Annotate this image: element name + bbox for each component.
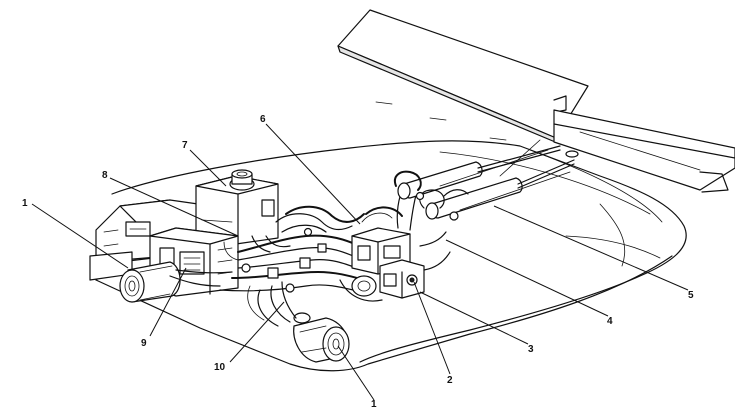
- callout-7: 7: [182, 140, 188, 151]
- callout-8: 8: [102, 170, 108, 181]
- callout-labels: 1 1 2 3 4 5 6 7 8 9 10: [22, 114, 694, 408]
- callout-3: 3: [528, 344, 534, 355]
- rear-beam: [553, 109, 735, 193]
- callout-1-left: 1: [22, 198, 28, 209]
- actuator-cylinders: [394, 139, 579, 221]
- callout-10: 10: [214, 362, 226, 373]
- hull-outline: [95, 140, 687, 372]
- motor-front: [293, 312, 350, 363]
- callout-9: 9: [141, 338, 147, 349]
- pump-block: [149, 227, 239, 297]
- valve-manifold: [339, 185, 451, 302]
- motor-left: [119, 261, 181, 303]
- hydraulic-lines: [169, 205, 373, 327]
- callout-2: 2: [447, 375, 453, 386]
- stabilizer-plate: [337, 9, 589, 145]
- reservoir-tank: [195, 169, 279, 245]
- callout-1-bottom: 1: [371, 399, 377, 408]
- callout-5: 5: [688, 290, 694, 301]
- callout-4: 4: [607, 316, 613, 327]
- leader-lines: [31, 123, 689, 401]
- callout-6: 6: [260, 114, 266, 125]
